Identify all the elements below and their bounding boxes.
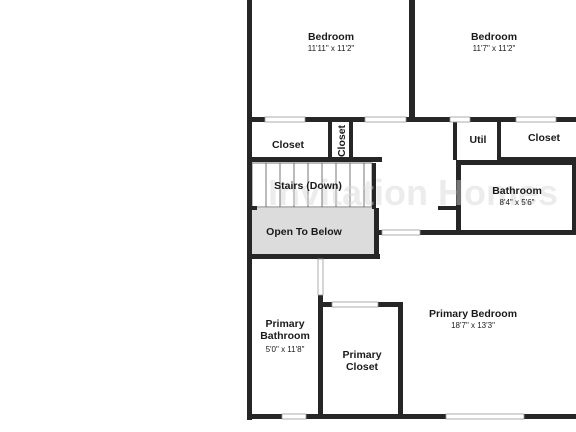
room-dims-bedroom-2: 11'7" x 11'2" [473, 44, 516, 53]
room-name-bedroom-1: Bedroom [308, 31, 354, 43]
room-name-closet-2: Closet [336, 124, 348, 157]
walls [247, 0, 576, 420]
windows [264, 116, 557, 420]
room-name-closet-1: Closet [272, 139, 305, 151]
room-name-stairs: Stairs (Down) [274, 180, 342, 192]
watermark: Invitation Homes [268, 172, 558, 213]
room-dims-bedroom-1: 11'11" x 11'2" [308, 44, 355, 53]
room-name-primary-bedroom: Primary Bedroom [429, 308, 517, 320]
room-dims-primary-bedroom: 18'7" x 13'3" [451, 321, 495, 330]
room-dims-bathroom: 8'4" x 5'6" [500, 198, 535, 207]
room-name-util: Util [470, 134, 487, 146]
room-name-closet-3: Closet [528, 132, 561, 144]
room-name-open-to-below: Open To Below [266, 226, 342, 238]
room-name-bedroom-2: Bedroom [471, 31, 517, 43]
open-to-below-fill [252, 208, 374, 254]
room-labels: Bedroom 11'11" x 11'2" Bedroom 11'7" x 1… [260, 31, 560, 373]
stairs [251, 162, 373, 208]
room-dims-primary-bathroom: 5'0" x 11'8" [266, 345, 305, 354]
room-name-bathroom: Bathroom [492, 185, 542, 197]
